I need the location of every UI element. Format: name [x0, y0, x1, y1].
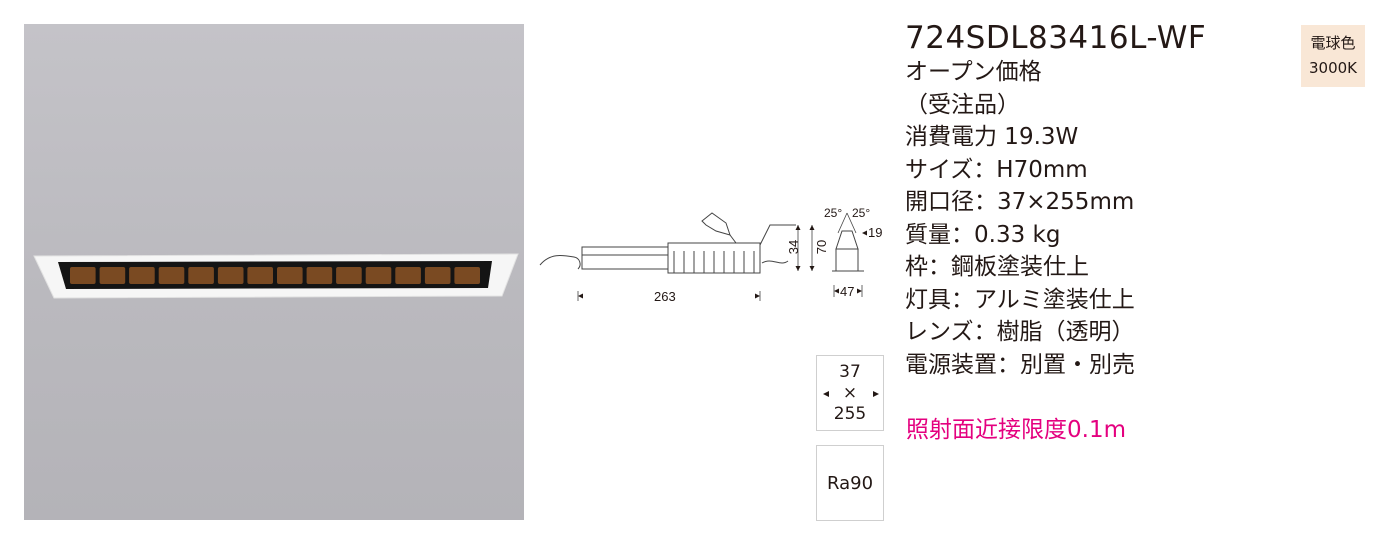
louver-cell [277, 267, 303, 284]
spec-order: （受注品） [905, 91, 1020, 118]
louver-cell [188, 267, 214, 284]
louver-cell [336, 267, 362, 284]
color-name: 電球色 [1310, 34, 1356, 52]
louver-cell [217, 267, 244, 284]
louver-cell [306, 267, 333, 284]
fixture-illustration [33, 253, 519, 299]
product-photo [24, 24, 524, 520]
dim-width: 47 [840, 284, 854, 299]
dimension-drawing: 263 34 70 25° 25° 19 47 [530, 195, 890, 319]
louver-cell [99, 267, 126, 284]
color-temperature-badge: 電球色 3000K [1301, 25, 1365, 87]
spec-power: 消費電力 19.3W [905, 124, 1079, 150]
angle-right: 25° [852, 206, 870, 220]
dim-depth: 19 [868, 225, 882, 240]
opening-times: × [842, 383, 858, 403]
louver-cell [424, 267, 451, 284]
louver-cell [365, 267, 392, 284]
opening-length: 255 [833, 404, 867, 424]
spec-lens: レンズ：樹脂（透明） [905, 319, 1135, 345]
spec-body: 灯具：アルミ塗装仕上 [905, 286, 1135, 313]
color-rendering-box: Ra90 [816, 445, 884, 521]
dim-height-part: 34 [786, 240, 801, 254]
angle-left: 25° [824, 206, 842, 220]
proximity-notice: 照射面近接限度0.1m [906, 417, 1126, 443]
dim-length: 263 [654, 289, 676, 304]
ra-label: Ra90 [826, 472, 874, 494]
opening-width: 37 [839, 362, 861, 382]
model-number: 724SDL83416L-WF [905, 20, 1207, 56]
louver-cell [129, 267, 155, 284]
opening-size-box: 37 × 255 [816, 355, 884, 431]
spec-price: オープン価格 [905, 59, 1042, 85]
spec-opening: 開口径：37×255mm [905, 189, 1135, 215]
product-info: 724SDL83416L-WF オープン価格 （受注品） 消費電力 19.3W … [905, 18, 1206, 381]
spec-power-supply: 電源装置：別置・別売 [905, 351, 1135, 378]
louver-cell [70, 267, 96, 284]
dim-height-total: 70 [814, 240, 829, 254]
louver-cell [454, 267, 480, 284]
louver-cell [247, 267, 273, 284]
spec-frame: 枠：鋼板塗装仕上 [905, 254, 1089, 280]
spec-weight: 質量：0.33 kg [905, 221, 1061, 248]
spec-size: サイズ：H70mm [905, 156, 1088, 183]
louver-cell [395, 267, 421, 284]
color-temperature: 3000K [1308, 59, 1357, 77]
louver-cell [158, 267, 185, 284]
